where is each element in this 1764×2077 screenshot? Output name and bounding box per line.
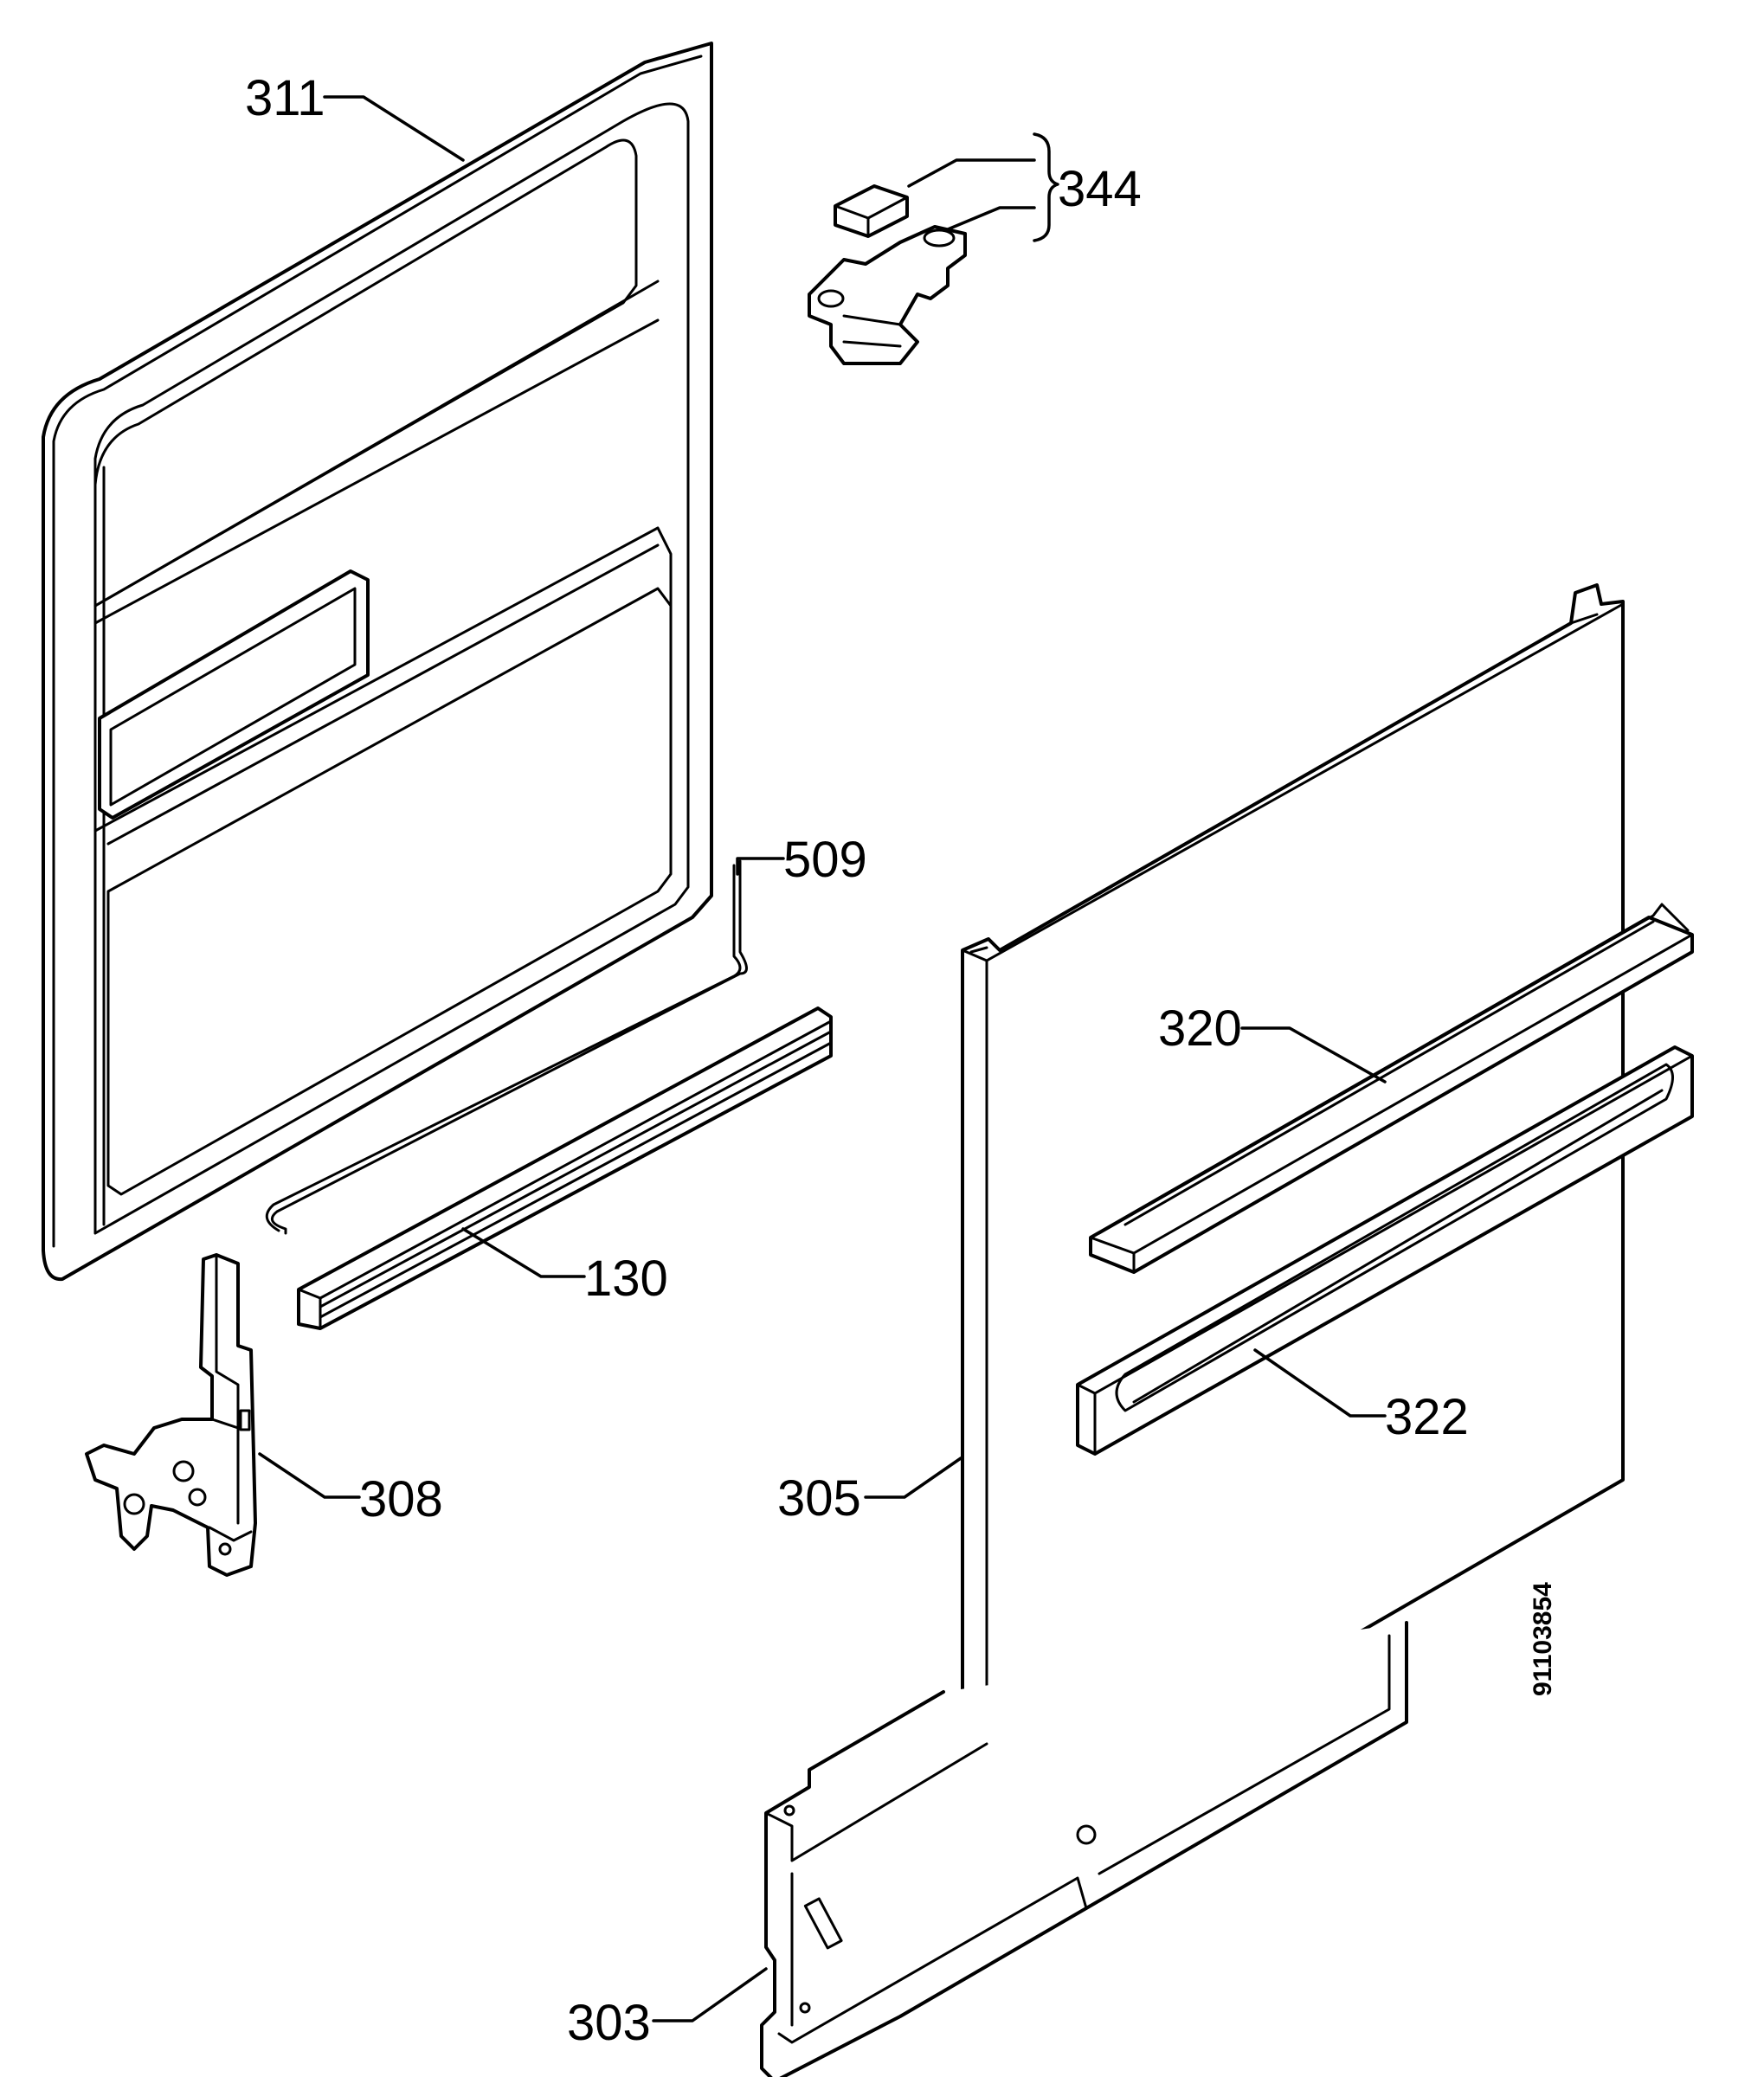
bottom-seal-130 <box>297 1006 833 1330</box>
callout-130: 130 <box>584 1251 668 1307</box>
leader-509 <box>736 857 785 876</box>
leader-320 <box>1240 1026 1387 1084</box>
inner-door-panel-311 <box>42 42 713 1282</box>
callout-320: 320 <box>1158 1000 1242 1057</box>
leader-322 <box>1253 1348 1387 1418</box>
leader-344-bottom <box>946 206 1036 231</box>
leader-lines <box>258 95 1387 2022</box>
callout-labels: 311 344 509 320 130 322 308 305 303 9110… <box>245 70 1557 2051</box>
callout-344: 344 <box>1058 161 1142 217</box>
base-plate-303 <box>760 1621 1408 2077</box>
callout-322: 322 <box>1385 1389 1469 1445</box>
document-number: 91103854 <box>1529 1582 1557 1696</box>
callout-305: 305 <box>777 1470 861 1527</box>
door-latch-344 <box>808 184 967 365</box>
door-hinge-308 <box>85 1253 257 1577</box>
callout-311: 311 <box>245 70 325 126</box>
lower-rail-322 <box>1076 1045 1694 1456</box>
leader-344-top <box>907 158 1036 188</box>
leader-305 <box>864 1456 962 1499</box>
leader-303 <box>652 1967 768 2022</box>
leader-130 <box>461 1227 586 1278</box>
brace-344 <box>1033 132 1059 242</box>
leader-311 <box>323 95 465 162</box>
rod-509 <box>265 859 748 1235</box>
leader-308 <box>258 1452 361 1499</box>
callout-509: 509 <box>783 832 867 888</box>
upper-rail-320 <box>1089 903 1694 1274</box>
callout-308: 308 <box>359 1471 443 1527</box>
callout-303: 303 <box>567 1995 651 2051</box>
